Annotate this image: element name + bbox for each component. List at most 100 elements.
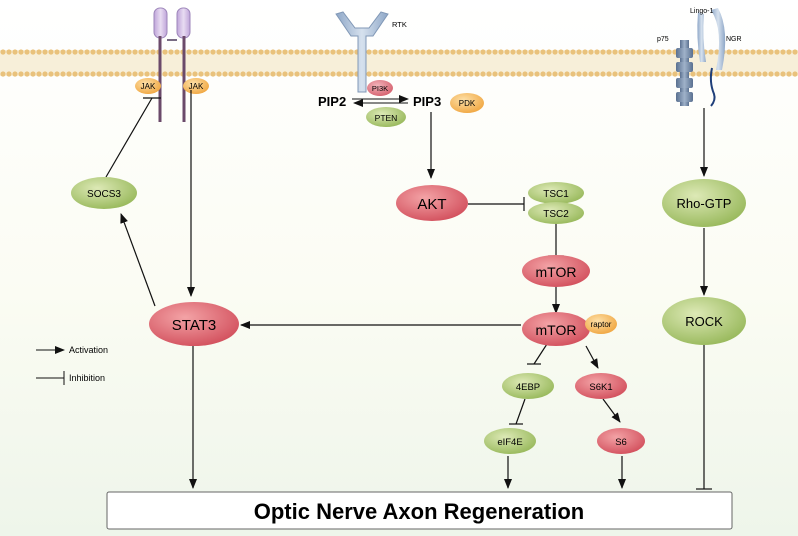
lipid-head (612, 49, 618, 55)
lipid-head (528, 49, 534, 55)
lipid-head (462, 71, 468, 77)
lipid-head (774, 49, 780, 55)
lipid-head (120, 71, 126, 77)
lipid-head (546, 71, 552, 77)
lipid-head (330, 71, 336, 77)
lipid-head (222, 71, 228, 77)
lipid-head (210, 49, 216, 55)
lipid-head (534, 49, 540, 55)
pten-node: PTEN (366, 107, 406, 127)
lipid-head (606, 71, 612, 77)
mtor-main-node: mTOR (522, 312, 590, 346)
lipid-head (192, 49, 198, 55)
lipid-head (648, 71, 654, 77)
lipid-head (402, 49, 408, 55)
lipid-head (186, 49, 192, 55)
lipid-head (660, 49, 666, 55)
lipid-head (480, 49, 486, 55)
raptor-node: raptor (585, 314, 617, 334)
lipid-head (228, 71, 234, 77)
lipid-head (78, 71, 84, 77)
s6-label: S6 (615, 437, 627, 448)
lipid-head (780, 71, 786, 77)
s6k1-to-s6-arrow (602, 398, 621, 423)
lipid-head (216, 71, 222, 77)
lipid-head (594, 71, 600, 77)
lipid-head (768, 71, 774, 77)
lipid-head (60, 49, 66, 55)
lipid-head (522, 49, 528, 55)
lipid-head (102, 71, 108, 77)
legend-activation-label: Activation (69, 345, 108, 355)
lipid-head (534, 71, 540, 77)
lipid-head (144, 71, 150, 77)
lipid-head (330, 49, 336, 55)
lipid-head (444, 49, 450, 55)
lipid-head (408, 49, 414, 55)
stat3-node: STAT3 (149, 302, 239, 346)
lipid-head (732, 71, 738, 77)
lipid-head (468, 49, 474, 55)
lipid-head (162, 71, 168, 77)
lipid-head (570, 49, 576, 55)
lipid-head (0, 71, 6, 77)
stat3-label: STAT3 (172, 317, 216, 334)
lipid-head (168, 49, 174, 55)
lipid-head (336, 71, 342, 77)
lipid-head (228, 49, 234, 55)
lipid-head (108, 71, 114, 77)
lipid-head (426, 49, 432, 55)
rhogtp-node: Rho-GTP (662, 179, 746, 227)
lipid-head (48, 71, 54, 77)
tsc2-node: TSC2 (528, 202, 584, 224)
lipid-head (546, 49, 552, 55)
lipid-head (642, 49, 648, 55)
lipid-head (564, 71, 570, 77)
lipid-head (66, 71, 72, 77)
lipid-head (492, 71, 498, 77)
lipid-head (204, 49, 210, 55)
lipid-head (306, 71, 312, 77)
lipid-head (270, 49, 276, 55)
lipid-head (738, 49, 744, 55)
legend: Activation Inhibition (36, 345, 108, 385)
lipid-head (756, 49, 762, 55)
lipid-head (450, 71, 456, 77)
lipid-head (750, 71, 756, 77)
lipid-head (438, 49, 444, 55)
jak-right-label: JAK (189, 82, 204, 91)
lipid-head (714, 49, 720, 55)
lipid-head (372, 49, 378, 55)
lipid-head (756, 71, 762, 77)
lipid-head (366, 71, 372, 77)
lipid-head (540, 49, 546, 55)
lipid-head (294, 71, 300, 77)
lipid-head (300, 71, 306, 77)
lipid-head (168, 71, 174, 77)
lipid-head (492, 49, 498, 55)
lipid-head (462, 49, 468, 55)
lipid-head (114, 49, 120, 55)
lipid-head (264, 71, 270, 77)
lipid-head (90, 49, 96, 55)
lipid-head (174, 49, 180, 55)
lipid-head (132, 71, 138, 77)
lipid-head (648, 49, 654, 55)
pip2-label: PIP2 (318, 94, 346, 109)
lipid-head (414, 71, 420, 77)
lipid-head (630, 71, 636, 77)
lipid-head (312, 71, 318, 77)
lipid-head (762, 71, 768, 77)
lipid-head (96, 71, 102, 77)
lipid-head (786, 49, 792, 55)
lipid-head (336, 49, 342, 55)
lipid-head (690, 71, 696, 77)
akt-node: AKT (396, 185, 468, 221)
lipid-head (780, 49, 786, 55)
lipid-head (240, 71, 246, 77)
eif4e-node: eIF4E (484, 428, 536, 454)
lipid-head (120, 49, 126, 55)
lipid-head (96, 49, 102, 55)
lipid-head (30, 71, 36, 77)
